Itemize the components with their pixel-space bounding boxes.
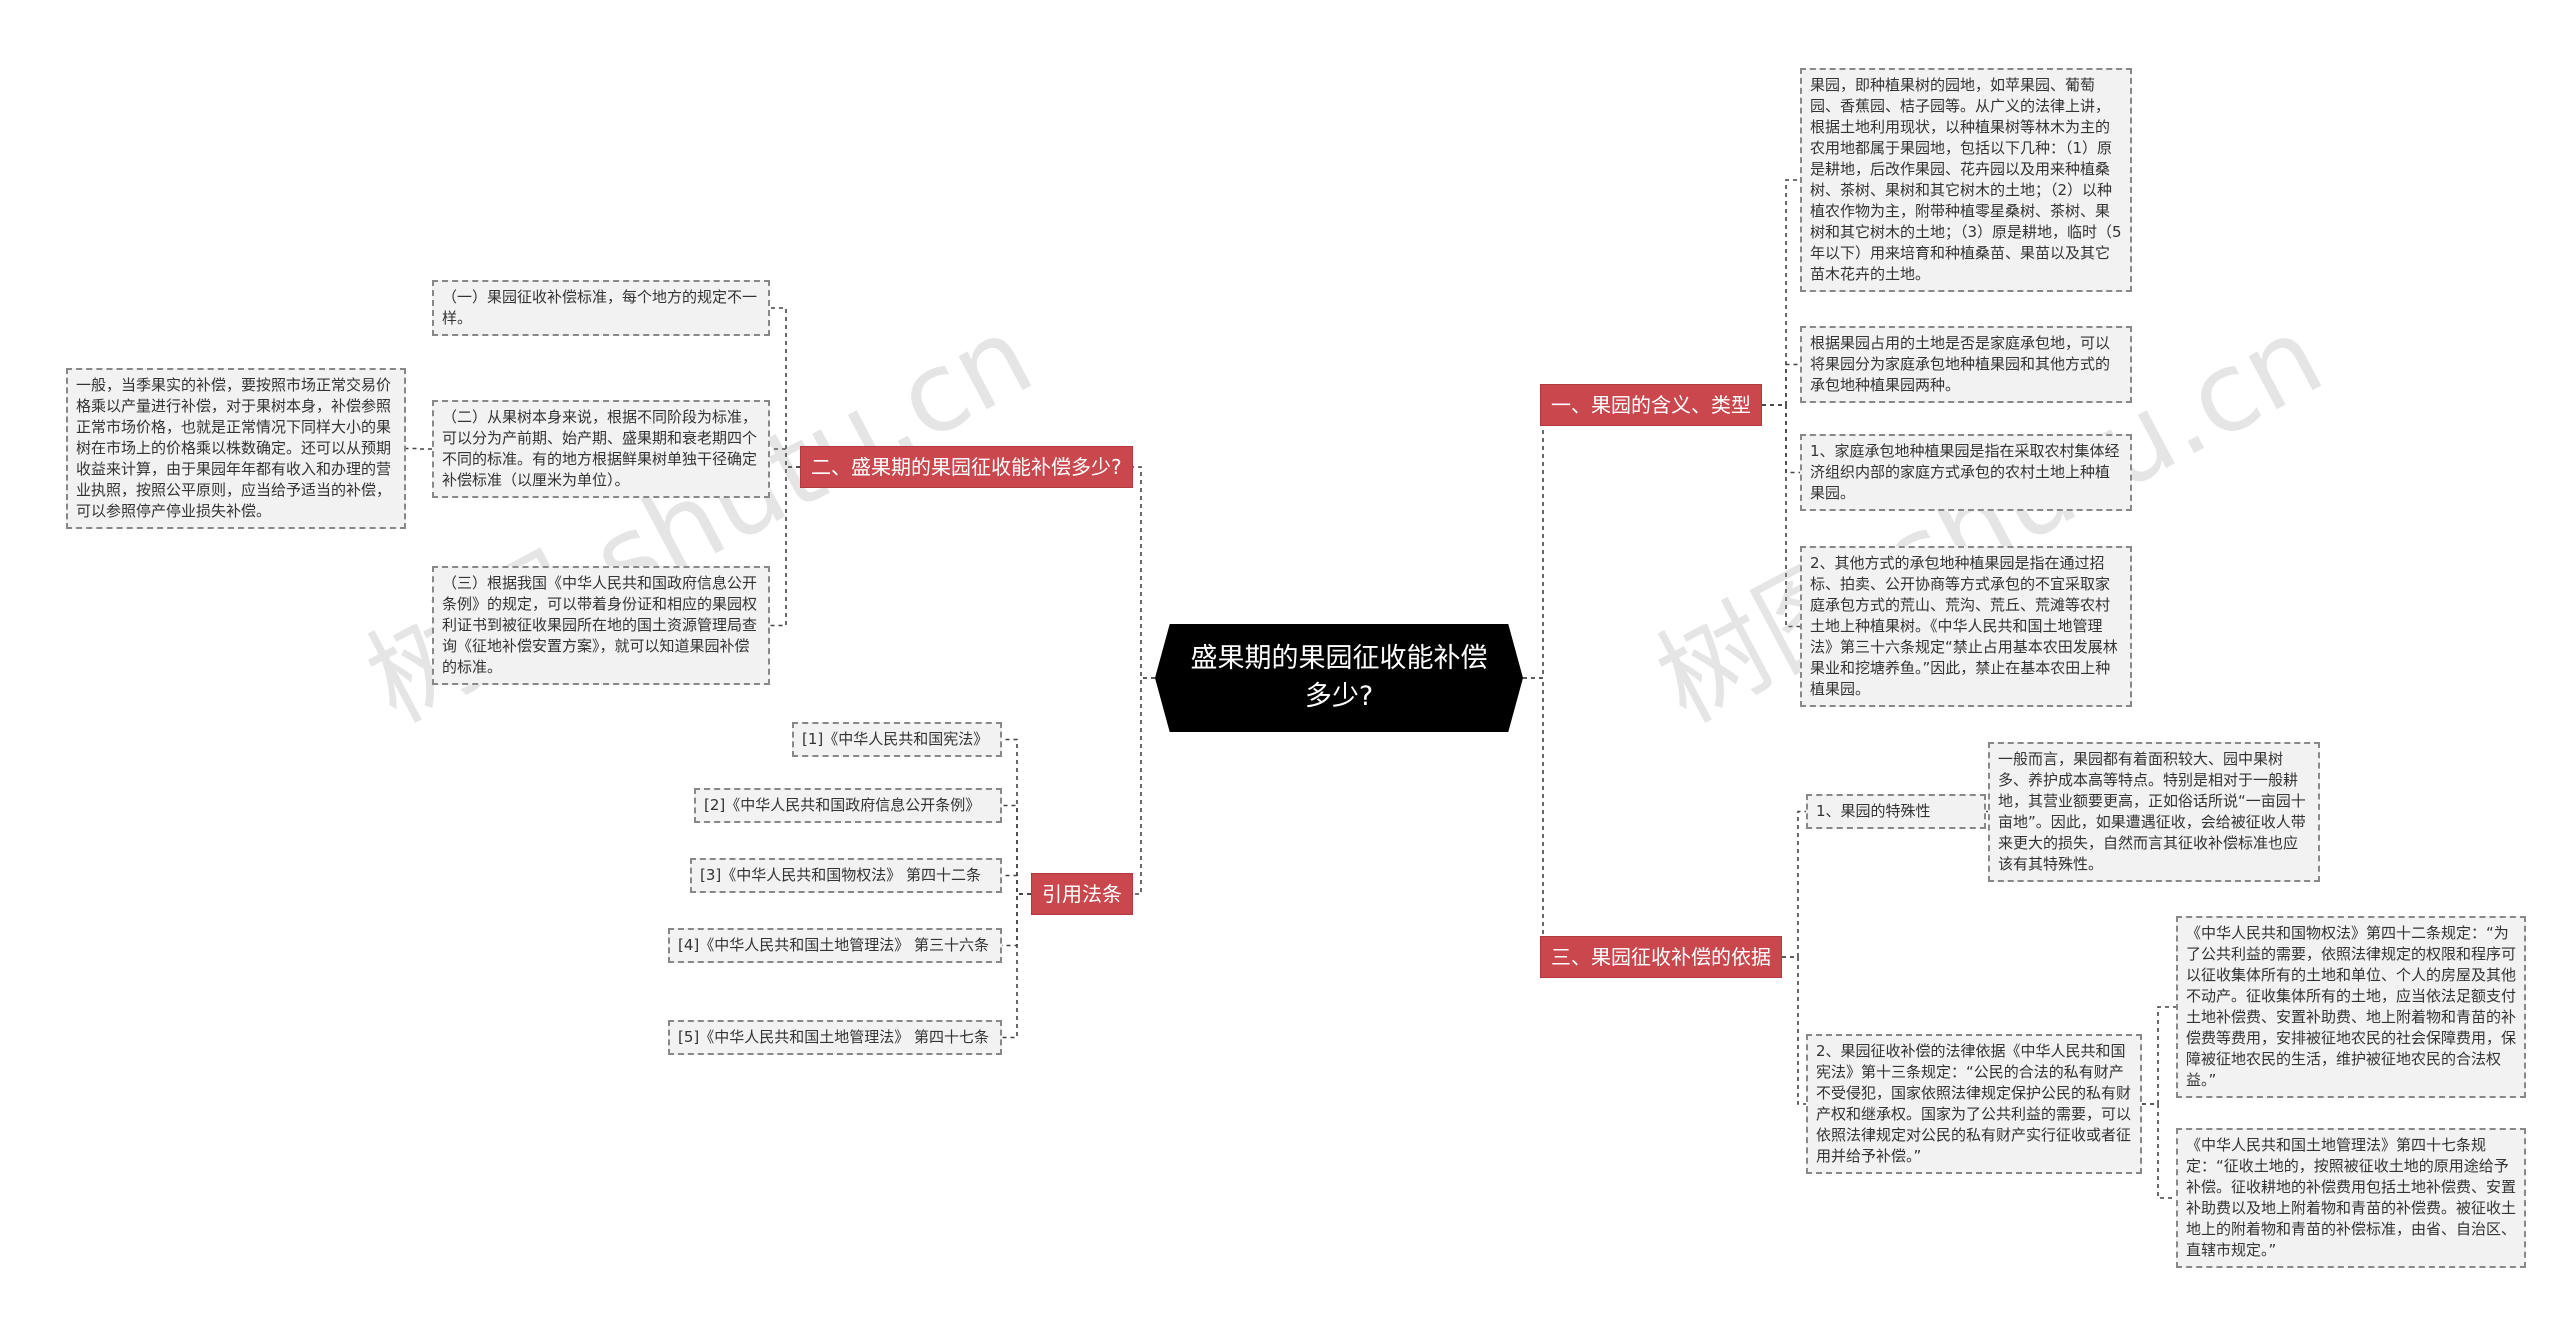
connector (1002, 874, 1031, 895)
leaf-other-contract-orchard[interactable]: 2、其他方式的承包地种植果园是指在通过招标、拍卖、公开协商等方式承包的不宜采取家… (1800, 546, 2132, 707)
branch-compensation-basis[interactable]: 三、果园征收补偿的依据 (1540, 936, 1782, 978)
leaf-cite-constitution[interactable]: [1]《中华人民共和国宪法》 (792, 722, 1002, 757)
connector (1523, 404, 1544, 679)
branch-meaning-types[interactable]: 一、果园的含义、类型 (1540, 384, 1762, 426)
connector (1002, 893, 1031, 1039)
connector (1523, 677, 1544, 958)
leaf-orchard-classification[interactable]: 根据果园占用的土地是否是家庭承包地，可以将果园分为家庭承包地种植果园和其他方式的… (1800, 326, 2132, 403)
branch-compensation-amount[interactable]: 二、盛果期的果园征收能补偿多少? (800, 446, 1133, 488)
connector (1762, 404, 1800, 628)
branch-cited-laws[interactable]: 引用法条 (1031, 873, 1133, 915)
connector (2142, 1103, 2176, 1199)
connector (406, 447, 432, 450)
connector (2142, 1006, 2176, 1105)
connector (770, 307, 800, 468)
connector (1782, 810, 1806, 958)
leaf-standard-varies[interactable]: （一）果园征收补偿标准，每个地方的规定不一样。 (432, 280, 770, 336)
connector (1762, 404, 1800, 474)
leaf-orchard-particularity[interactable]: 1、果园的特殊性 (1806, 794, 1986, 829)
connector (770, 466, 800, 627)
leaf-information-disclosure[interactable]: （三）根据我国《中华人民共和国政府信息公开条例》的规定，可以带着身份证和相应的果… (432, 566, 770, 685)
leaf-cite-info-disclosure[interactable]: [2]《中华人民共和国政府信息公开条例》 (694, 788, 1002, 823)
connector (770, 448, 800, 468)
connector (1133, 677, 1155, 895)
leaf-land-law-article47[interactable]: 《中华人民共和国土地管理法》第四十七条规定：“征收土地的，按照被征收土地的原用途… (2176, 1128, 2526, 1268)
leaf-market-price-compensation[interactable]: 一般，当季果实的补偿，要按照市场正常交易价格乘以产量进行补偿，对于果树本身，补偿… (66, 368, 406, 529)
connector (1762, 179, 1800, 406)
connector (1002, 893, 1031, 947)
connector (1132, 466, 1155, 679)
leaf-cite-property-law[interactable]: [3]《中华人民共和国物权法》 第四十二条 (690, 858, 1002, 893)
connector (1002, 804, 1031, 895)
leaf-orchard-definition[interactable]: 果园，即种植果树的园地，如苹果园、葡萄园、香蕉园、桔子园等。从广义的法律上讲，根… (1800, 68, 2132, 292)
leaf-household-contract-orchard[interactable]: 1、家庭承包地种植果园是指在采取农村集体经济组织内部的家庭方式承包的农村土地上种… (1800, 434, 2132, 511)
connector (1762, 363, 1800, 406)
root-topic[interactable]: 盛果期的果园征收能补偿多少? (1155, 624, 1523, 732)
leaf-cite-land-law-36[interactable]: [4]《中华人民共和国土地管理法》 第三十六条 (668, 928, 1002, 963)
leaf-tree-stages[interactable]: （二）从果树本身来说，根据不同阶段为标准，可以分为产前期、始产期、盛果期和衰老期… (432, 400, 770, 498)
leaf-particularity-detail[interactable]: 一般而言，果园都有着面积较大、园中果树多、养护成本高等特点。特别是相对于一般耕地… (1988, 742, 2320, 882)
leaf-cite-land-law-47[interactable]: [5]《中华人民共和国土地管理法》 第四十七条 (668, 1020, 1002, 1055)
leaf-property-law-article42[interactable]: 《中华人民共和国物权法》第四十二条规定：“为了公共利益的需要，依照法律规定的权限… (2176, 916, 2526, 1098)
connector (1782, 956, 1806, 1105)
leaf-legal-basis-constitution[interactable]: 2、果园征收补偿的法律依据《中华人民共和国宪法》第十三条规定：“公民的合法的私有… (1806, 1034, 2142, 1174)
